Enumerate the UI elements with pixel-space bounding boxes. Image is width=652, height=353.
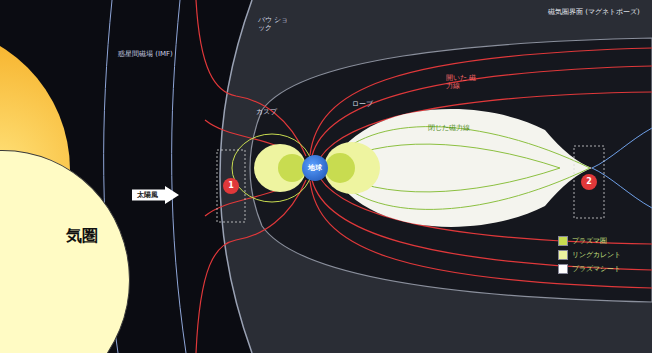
ring-current: [324, 142, 380, 194]
legend-swatch: [558, 250, 568, 260]
cusp-line: [196, 0, 306, 156]
legend-text: リングカレント: [572, 251, 621, 259]
legend-text: プラズマシート: [572, 265, 621, 273]
tail-imf-lines: [592, 128, 652, 208]
legend-row: プラズマ圏: [558, 236, 607, 246]
legend-text: プラズマ圏: [572, 237, 607, 245]
text-label: ローブ: [352, 100, 373, 108]
text-label: 閉じた磁力線: [428, 124, 470, 132]
open-field-lines: [196, 0, 652, 353]
text-label: バウ ショック: [258, 16, 290, 33]
bow-shock: [220, 0, 252, 353]
ring-current: [254, 144, 306, 192]
text-label: 惑星間磁場 (IMF): [118, 50, 173, 58]
arrow-polygon: [132, 186, 179, 204]
node-text: 2: [586, 177, 592, 186]
callout-frame: [574, 146, 604, 218]
legend-row: プラズマシート: [558, 264, 621, 274]
callout-frame: [217, 150, 245, 222]
text-label: カスプ: [256, 108, 277, 116]
legend-swatch: [558, 236, 568, 246]
callout-number: 2: [581, 174, 597, 190]
node-text: 太陽風: [137, 191, 158, 199]
imf-line: [592, 128, 652, 168]
magnetopause: [250, 38, 652, 302]
callout-frames: [217, 146, 604, 222]
text-label: 磁気圏界面 (マグネトポーズ): [548, 8, 640, 16]
text-label: 開いた 磁力線: [446, 74, 480, 91]
earth-circle: 地球: [302, 155, 328, 181]
legend-row: リングカレント: [558, 250, 621, 260]
cusp-line: [196, 180, 306, 353]
solar-wind-arrow: 太陽風: [132, 186, 179, 204]
magnetosheath: [220, 0, 652, 353]
imf-line: [172, 0, 186, 353]
node-text: 1: [228, 181, 234, 190]
loop: [232, 134, 312, 202]
imf-line: [592, 168, 652, 208]
node-text: 地球: [308, 164, 322, 172]
dayside-loops: [232, 134, 312, 202]
legend-swatch: [558, 264, 568, 274]
callout-number: 1: [223, 178, 239, 194]
plasmasphere: [325, 153, 355, 183]
node-text: 気圏: [66, 227, 98, 245]
